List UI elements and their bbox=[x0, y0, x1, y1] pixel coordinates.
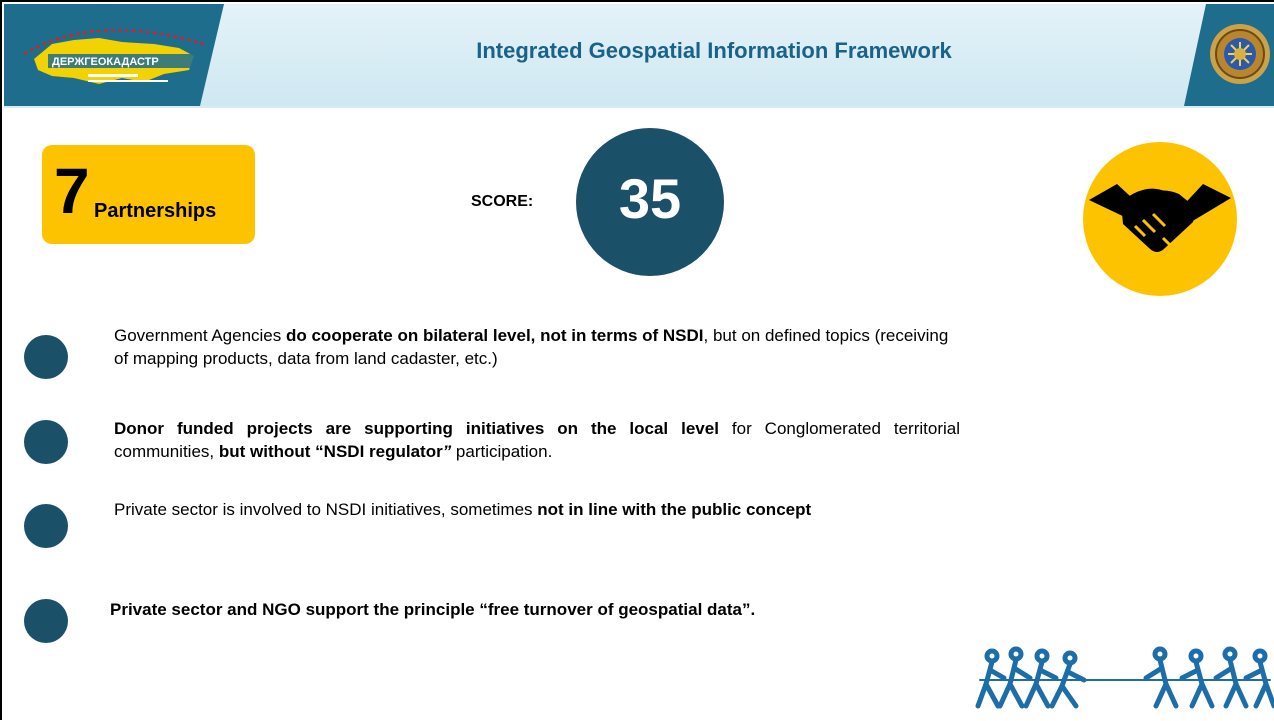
list-item: Government Agencies do cooperate on bila… bbox=[114, 326, 949, 368]
list-item: Private sector is involved to NSDI initi… bbox=[114, 500, 812, 519]
list-item: Private sector and NGO support the princ… bbox=[110, 600, 756, 619]
score-value: 35 bbox=[576, 128, 724, 276]
score-label: SCORE: bbox=[471, 193, 534, 210]
badge-label: Partnerships bbox=[94, 200, 217, 222]
bullet-icon bbox=[24, 335, 68, 379]
header-bar: ДЕРЖГЕОКАДАСТР Integrated Geospatial Inf… bbox=[4, 4, 1274, 108]
logo-left: ДЕРЖГЕОКАДАСТР bbox=[4, 4, 224, 106]
ukraine-map-logo: ДЕРЖГЕОКАДАСТР bbox=[4, 4, 224, 106]
bullet-icon bbox=[24, 504, 68, 548]
partnerships-badge: 7 Partnerships bbox=[42, 145, 255, 244]
bullet-icon bbox=[24, 420, 68, 464]
badge-number: 7 bbox=[54, 155, 90, 227]
handshake-icon bbox=[1083, 142, 1237, 296]
tug-of-war-illustration bbox=[970, 644, 1274, 716]
bullet-icon bbox=[24, 599, 68, 643]
logo-right bbox=[1184, 4, 1274, 106]
svg-text:ДЕРЖГЕОКАДАСТР: ДЕРЖГЕОКАДАСТР bbox=[52, 56, 159, 68]
page-title: Integrated Geospatial Information Framew… bbox=[476, 38, 952, 63]
list-item: Donor funded projects are supporting ini… bbox=[114, 419, 960, 461]
emblem-icon bbox=[1184, 4, 1274, 106]
